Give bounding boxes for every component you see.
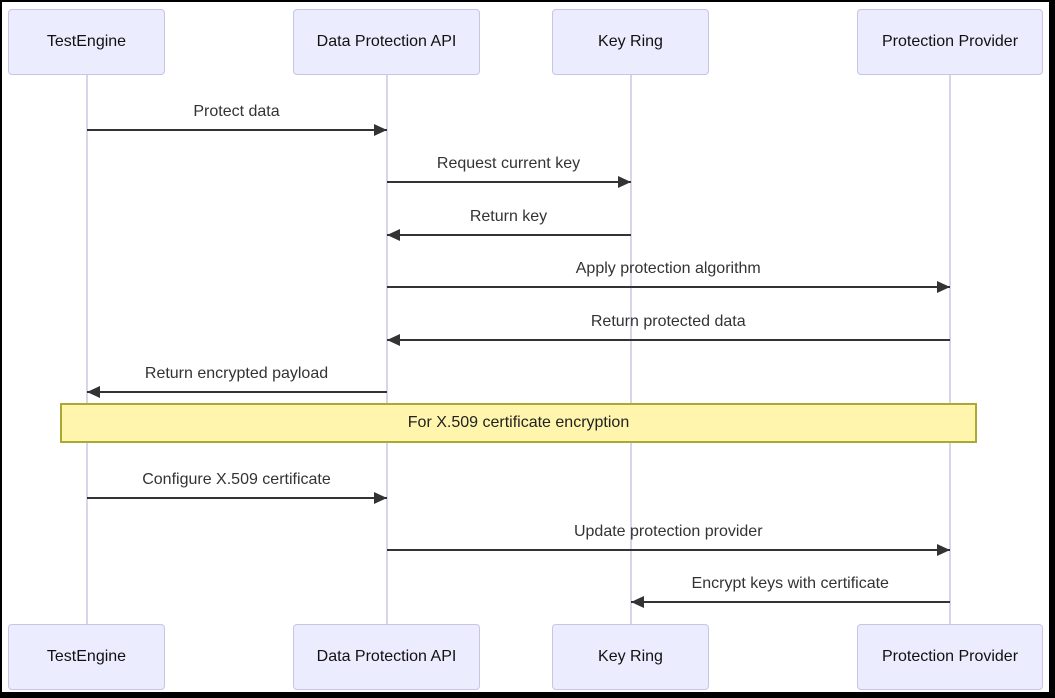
actor-provider-top: Protection Provider xyxy=(857,9,1043,75)
message-arrow-line xyxy=(386,339,950,341)
lifeline-keyring xyxy=(629,75,632,624)
message-arrowhead xyxy=(617,176,631,188)
message-label: Encrypt keys with certificate xyxy=(691,575,889,592)
lifeline-dpapi xyxy=(385,75,388,624)
message-arrowhead xyxy=(373,124,387,136)
message-arrowhead xyxy=(373,492,387,504)
actor-provider-bottom: Protection Provider xyxy=(857,624,1043,690)
message-arrow-line xyxy=(386,234,631,236)
message-label: Update protection provider xyxy=(573,523,763,540)
message-arrowhead xyxy=(630,596,644,608)
actor-dpapi-bottom: Data Protection API xyxy=(293,624,480,690)
lifeline-provider xyxy=(949,75,951,624)
message-arrowhead xyxy=(386,229,400,241)
message-label: Return protected data xyxy=(590,313,746,330)
actor-dpapi-top: Data Protection API xyxy=(293,9,480,75)
message-arrowhead xyxy=(86,386,100,398)
message-arrowhead xyxy=(386,334,400,346)
message-label: Request current key xyxy=(436,155,581,172)
actor-testengine-bottom: TestEngine xyxy=(8,624,165,690)
message-arrow-line xyxy=(86,391,387,393)
note-banner: For X.509 certificate encryption xyxy=(60,403,977,443)
message-label: Configure X.509 certificate xyxy=(142,471,331,488)
lifeline-testengine xyxy=(85,75,88,624)
message-label: Return encrypted payload xyxy=(144,365,329,382)
actor-keyring-top: Key Ring xyxy=(552,9,709,75)
message-arrowhead xyxy=(937,544,950,556)
message-arrowhead xyxy=(937,281,950,293)
actor-testengine-top: TestEngine xyxy=(8,9,165,75)
message-arrow-line xyxy=(386,286,950,288)
message-arrow-line xyxy=(386,181,631,183)
message-label: Apply protection algorithm xyxy=(575,260,761,277)
message-arrow-line xyxy=(86,497,387,499)
actor-keyring-bottom: Key Ring xyxy=(552,624,709,690)
message-arrow-line xyxy=(386,549,950,551)
message-label: Return key xyxy=(469,208,548,225)
message-arrow-line xyxy=(630,601,950,603)
message-label: Protect data xyxy=(193,103,280,120)
message-arrow-line xyxy=(86,129,387,131)
